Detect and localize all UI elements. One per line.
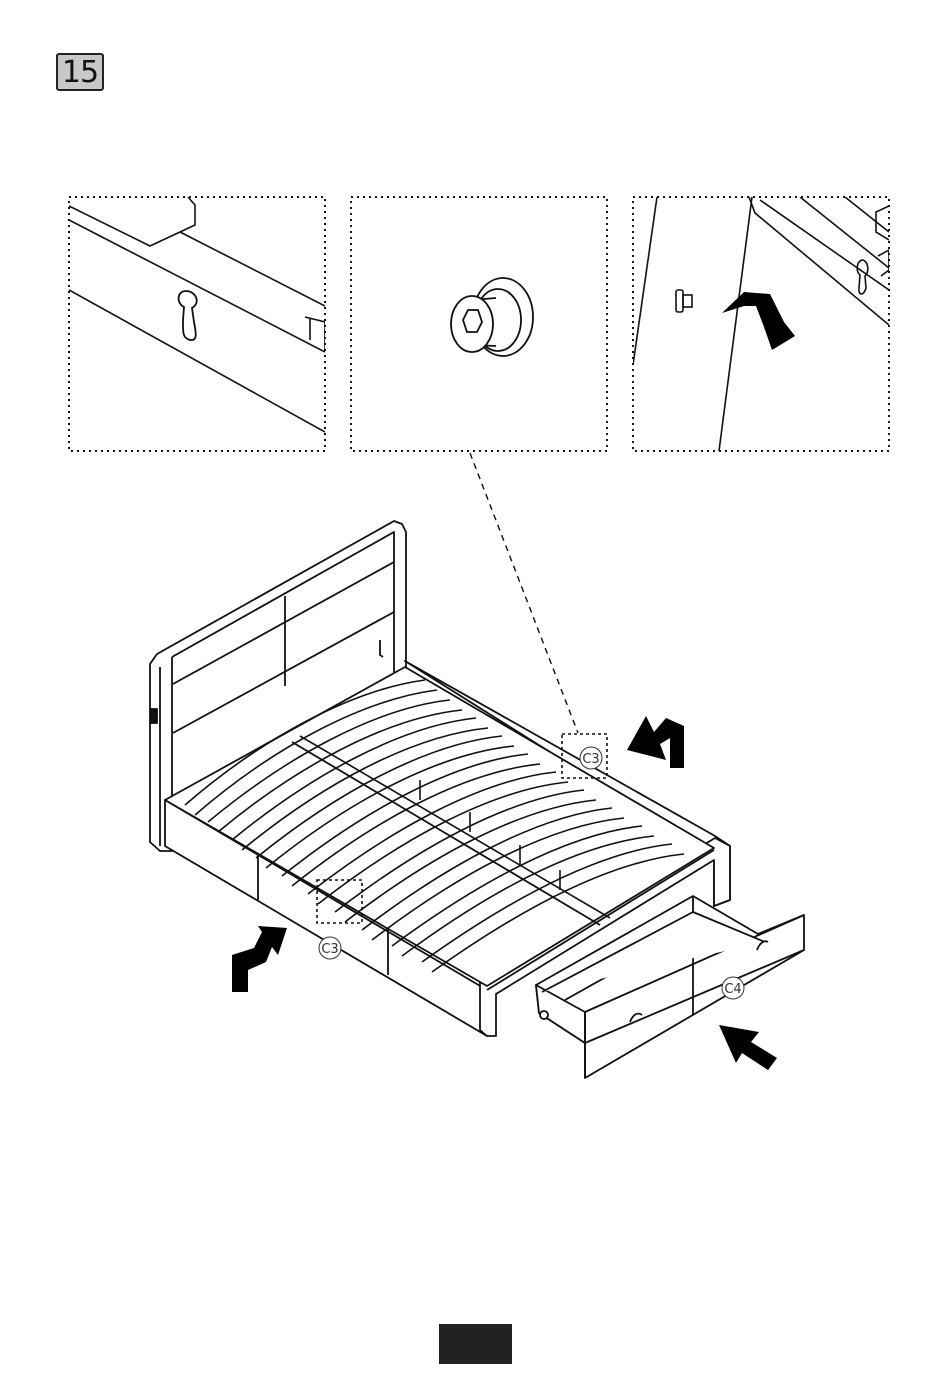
- detail-panel-bolt: [351, 197, 607, 451]
- leader-line: [470, 453, 578, 733]
- callout-c3-front-label: C3: [321, 942, 338, 957]
- callout-c3-rear-label: C3: [582, 752, 599, 767]
- detail-panel-keyhole: [69, 197, 325, 451]
- detail-panel-insert: [633, 197, 889, 451]
- push-arrow-icon: [719, 1025, 777, 1070]
- arrow-front-icon: [232, 926, 287, 992]
- arrow-rear-icon: [627, 716, 684, 768]
- callout-c4-label: C4: [724, 982, 741, 997]
- callout-c4: C4: [722, 977, 744, 999]
- bolt-icon: [451, 278, 533, 356]
- keyhole-slot-icon: [179, 291, 197, 340]
- page-number-tab: [439, 1324, 512, 1364]
- bolt-small-icon: [676, 290, 692, 312]
